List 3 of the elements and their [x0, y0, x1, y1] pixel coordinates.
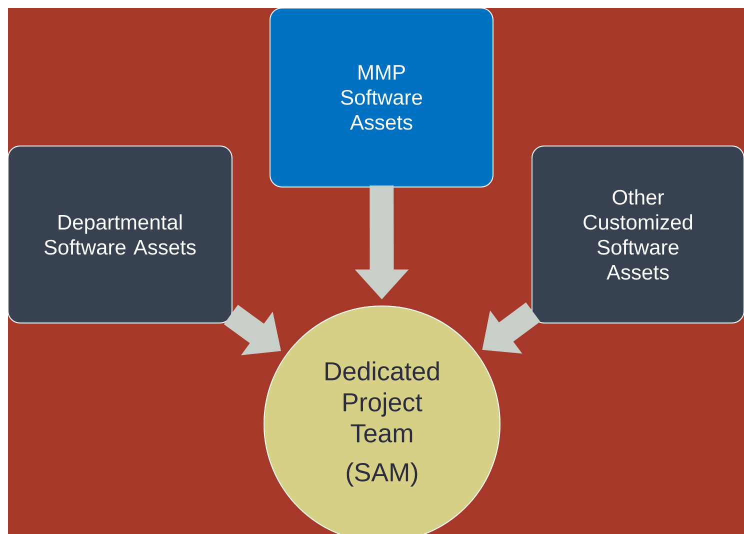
asset-box: Departmental Software Assets	[8, 146, 232, 324]
asset-box: Other Customized Software Assets	[532, 146, 744, 324]
asset-box: MMP Software Assets	[270, 7, 494, 188]
